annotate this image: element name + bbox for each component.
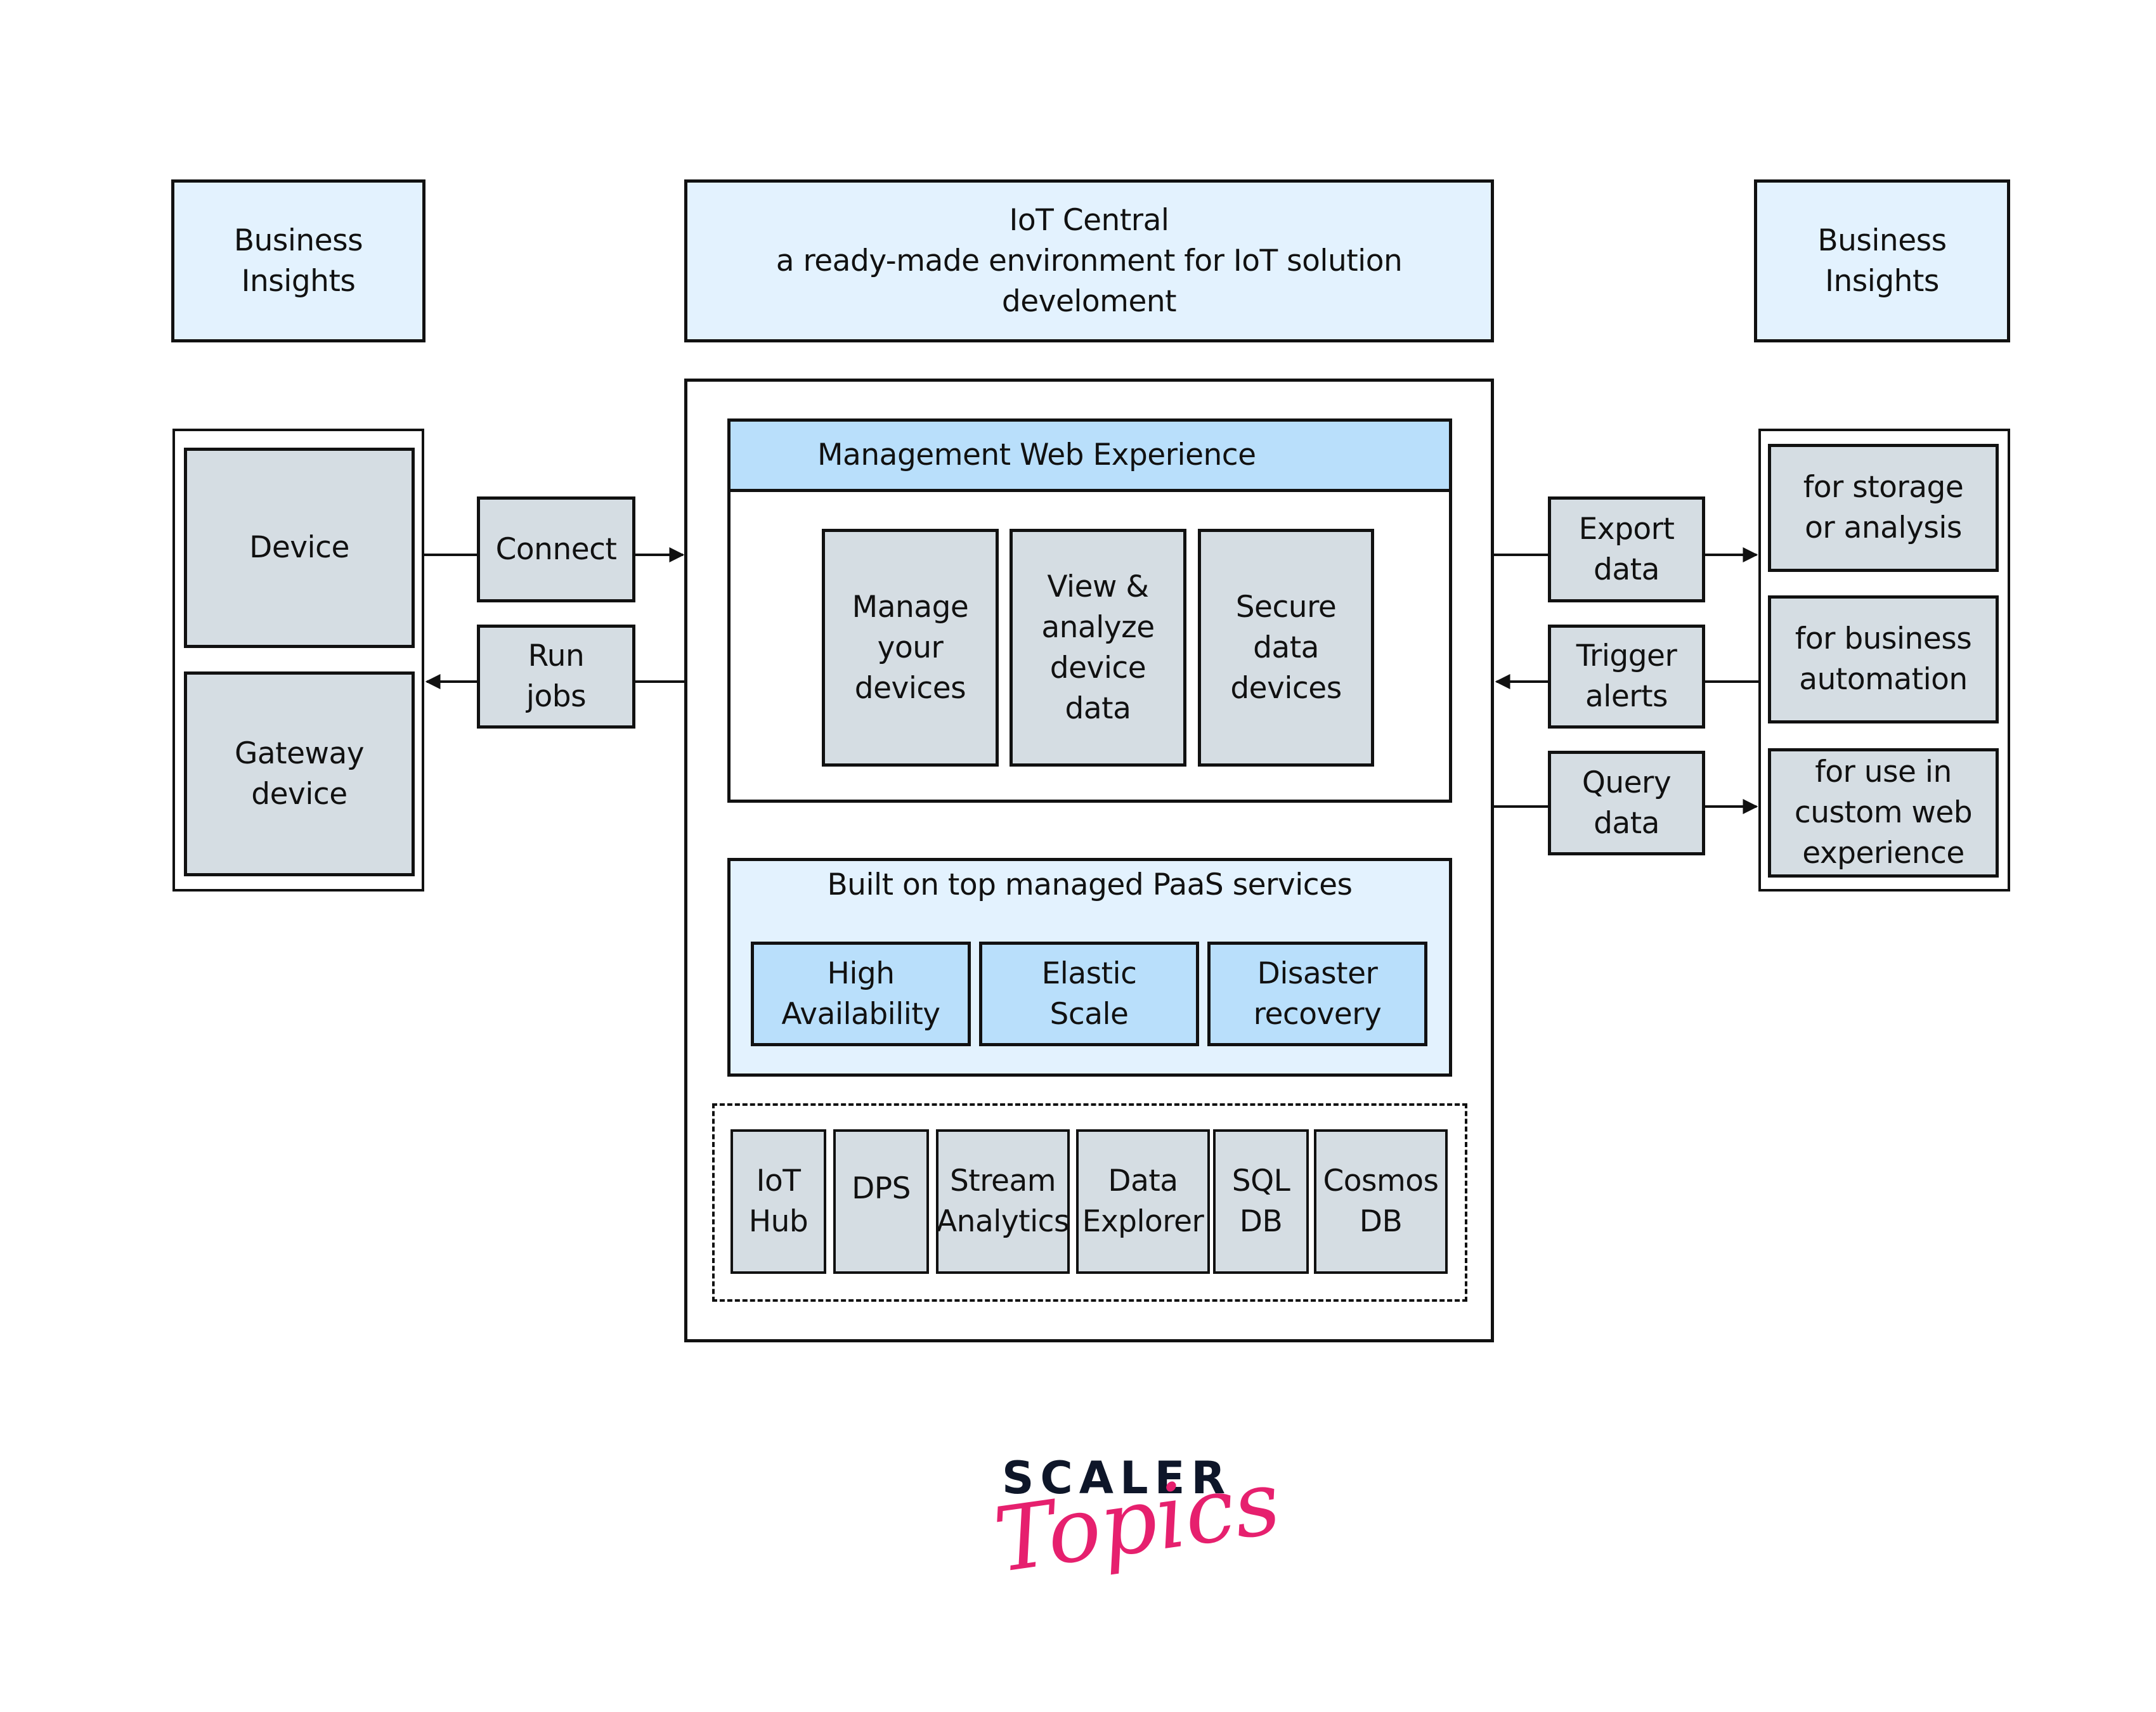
trigger-alerts-label: Trigger alerts	[1576, 639, 1677, 714]
business-insights-right: Business Insights	[1754, 179, 2010, 342]
device-box: Device	[184, 448, 415, 648]
iot-central-subtitle: a ready-made environment for IoT solutio…	[776, 243, 1403, 319]
logo-brand: SCALER	[1002, 1452, 1232, 1504]
business-insights-left: Business Insights	[171, 179, 425, 342]
connect-box: Connect	[477, 496, 635, 602]
disaster-recovery-label: Disaster recovery	[1253, 956, 1382, 1032]
service-label: IoT Hub	[748, 1164, 808, 1239]
secure-data-label: Secure data devices	[1230, 589, 1342, 706]
service-label: Stream Analytics	[937, 1164, 1069, 1239]
gateway-device-label: Gateway device	[234, 736, 365, 812]
view-analyze-label: View & analyze device data	[1041, 569, 1155, 726]
service-label: Data Explorer	[1082, 1164, 1204, 1239]
underlying-services-group	[712, 1103, 1467, 1302]
query-data-label: Query data	[1581, 765, 1672, 841]
export-data-box: Export data	[1548, 496, 1705, 602]
service-stream-analytics: Stream Analytics	[936, 1129, 1070, 1274]
trigger-alerts-box: Trigger alerts	[1548, 625, 1705, 729]
destination-automation: for business automation	[1768, 595, 1999, 723]
secure-data-card: Secure data devices	[1198, 529, 1374, 767]
service-iot-hub: IoT Hub	[731, 1129, 826, 1274]
export-data-label: Export data	[1578, 511, 1675, 587]
query-data-box: Query data	[1548, 751, 1705, 855]
service-sql-db: SQL DB	[1213, 1129, 1309, 1274]
high-availability-label: High Availability	[781, 956, 940, 1032]
service-label: DPS	[852, 1171, 911, 1206]
run-jobs-label: Run jobs	[526, 639, 587, 714]
service-cosmos-db: Cosmos DB	[1314, 1129, 1448, 1274]
service-label: Cosmos DB	[1323, 1164, 1439, 1239]
paas-title: Built on top managed PaaS services	[827, 867, 1353, 902]
management-header: Management Web Experience	[727, 418, 1452, 492]
manage-devices-label: Manage your devices	[852, 589, 969, 706]
business-insights-right-label: Business Insights	[1817, 223, 1947, 299]
destination-custom-web-label: for use in custom web experience	[1794, 755, 1973, 871]
destination-storage: for storage or analysis	[1768, 444, 1999, 572]
iot-central-header: IoT Central a ready-made environment for…	[684, 179, 1494, 342]
run-jobs-box: Run jobs	[477, 625, 635, 729]
management-title: Management Web Experience	[817, 438, 1256, 472]
service-data-explorer: Data Explorer	[1076, 1129, 1210, 1274]
service-dps: DPS	[833, 1129, 929, 1274]
service-label: SQL DB	[1231, 1164, 1290, 1239]
gateway-device-box: Gateway device	[184, 671, 415, 876]
iot-central-title: IoT Central	[1009, 202, 1169, 238]
device-label: Device	[249, 530, 349, 565]
scaler-topics-logo: SCALER Topics	[989, 1451, 1287, 1617]
connect-label: Connect	[495, 531, 617, 567]
destination-custom-web: for use in custom web experience	[1768, 748, 1999, 878]
elastic-scale-box: Elastic Scale	[979, 942, 1199, 1046]
view-analyze-card: View & analyze device data	[1010, 529, 1186, 767]
high-availability-box: High Availability	[751, 942, 971, 1046]
elastic-scale-label: Elastic Scale	[1041, 956, 1137, 1032]
destination-automation-label: for business automation	[1795, 621, 1972, 697]
manage-devices-card: Manage your devices	[822, 529, 999, 767]
disaster-recovery-box: Disaster recovery	[1207, 942, 1427, 1046]
business-insights-left-label: Business Insights	[233, 223, 363, 299]
destination-storage-label: for storage or analysis	[1803, 470, 1964, 545]
